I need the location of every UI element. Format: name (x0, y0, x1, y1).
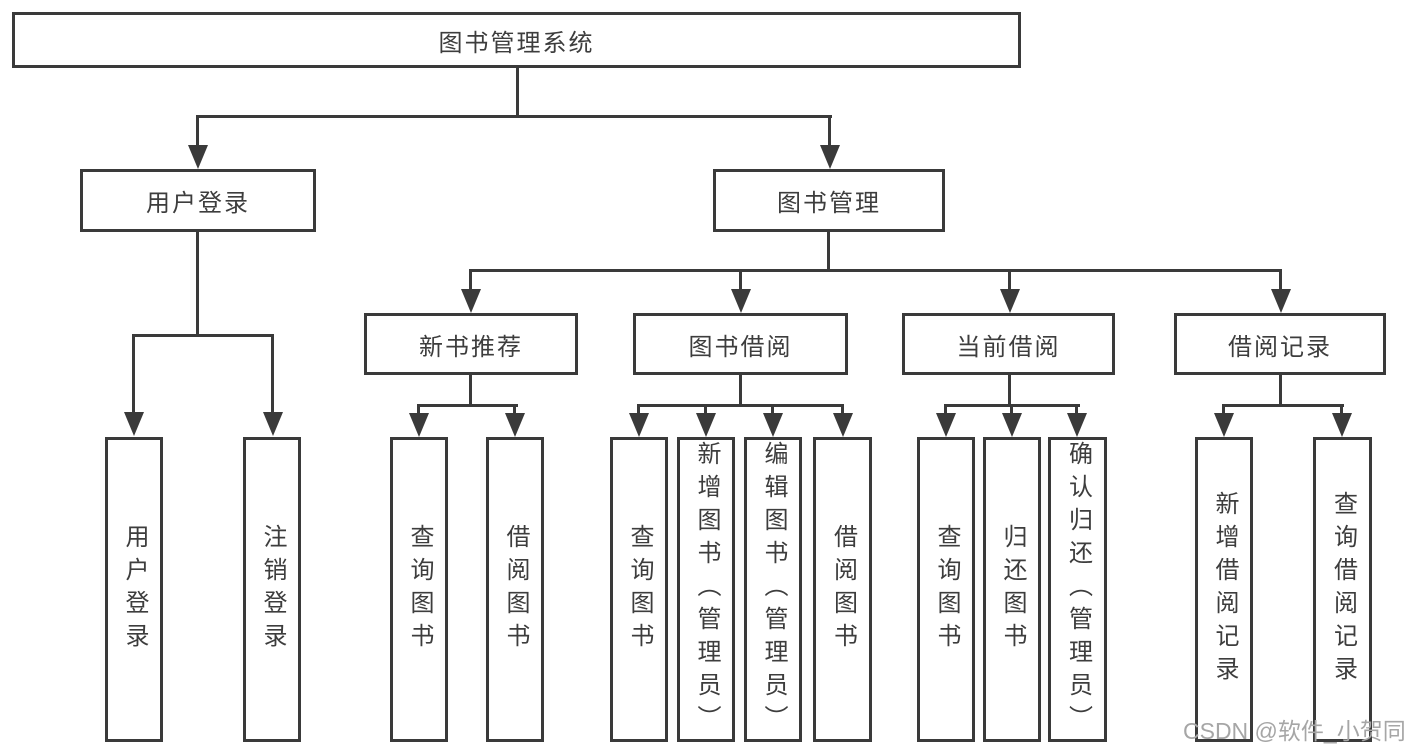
leaf-cb-confirm-return-admin: 确认归还（管理员） (1048, 437, 1107, 742)
connector-line (637, 404, 640, 414)
leaf-cb-query-books: 查询图书 (917, 437, 975, 742)
arrow-down-icon (1332, 413, 1352, 437)
node-new-book-recommend: 新书推荐 (364, 313, 578, 375)
node-label: 编辑图书（管理员） (760, 441, 787, 738)
connector-line (271, 334, 274, 413)
leaf-br-add-borrow-record: 新增借阅记录 (1195, 437, 1253, 742)
connector-line (1010, 404, 1013, 414)
node-label: 新增图书（管理员） (693, 441, 720, 738)
arrow-down-icon (505, 413, 525, 437)
connector-line (469, 269, 472, 291)
connector-line (944, 404, 947, 414)
node-label: 图书管理 (777, 190, 881, 217)
arrow-down-icon (263, 412, 283, 436)
leaf-cb-return-books: 归还图书 (983, 437, 1041, 742)
node-label: 图书借阅 (688, 333, 793, 361)
connector-line (1279, 375, 1282, 407)
node-label: 注销登录 (259, 523, 286, 656)
connector-line (828, 115, 831, 149)
arrow-down-icon (1000, 289, 1020, 313)
arrow-down-icon (188, 145, 208, 169)
arrow-down-icon (1214, 413, 1234, 437)
connector-line (739, 375, 742, 407)
arrow-down-icon (820, 145, 840, 169)
node-label: 确认归还（管理员） (1064, 441, 1092, 738)
connector-line (1008, 375, 1011, 407)
node-label: 借阅图书 (502, 523, 529, 656)
node-book-management: 图书管理 (713, 169, 945, 232)
watermark: CSDN @软件_小贺同学 (1183, 718, 1405, 744)
connector-line (516, 68, 519, 117)
connector-line (417, 404, 518, 407)
arrow-down-icon (833, 413, 853, 437)
connector-line (1340, 404, 1343, 414)
leaf-bb-borrow-books: 借阅图书 (813, 437, 872, 742)
connector-line (196, 115, 832, 118)
connector-line (469, 375, 472, 407)
node-user-login: 用户登录 (80, 169, 316, 232)
connector-line (827, 232, 830, 272)
connector-line (1222, 404, 1344, 407)
connector-line (132, 334, 135, 413)
node-label: 用户登录 (121, 523, 148, 656)
connector-line (739, 269, 742, 291)
node-label: 查询借阅记录 (1329, 490, 1357, 689)
node-label: 当前借阅 (956, 333, 1061, 361)
connector-line (513, 404, 516, 414)
leaf-nbr-query-books: 查询图书 (390, 437, 448, 742)
arrow-down-icon (936, 413, 956, 437)
node-label: 新增借阅记录 (1211, 490, 1238, 689)
connector-line (196, 115, 199, 149)
leaf-bb-edit-books-admin: 编辑图书（管理员） (744, 437, 802, 742)
node-label: 新书推荐 (419, 333, 523, 361)
node-label: 查询图书 (406, 523, 433, 656)
node-label: 查询图书 (933, 523, 960, 656)
leaf-logout: 注销登录 (243, 437, 301, 742)
connector-line (771, 404, 774, 414)
arrow-down-icon (696, 413, 716, 437)
node-current-borrowing: 当前借阅 (902, 313, 1115, 375)
arrow-down-icon (124, 412, 144, 436)
node-label: 借阅记录 (1228, 333, 1332, 361)
connector-line (704, 404, 707, 414)
node-label: 查询图书 (626, 523, 653, 656)
arrow-down-icon (763, 413, 783, 437)
arrow-down-icon (1002, 413, 1022, 437)
leaf-user-login: 用户登录 (105, 437, 163, 742)
node-label: 归还图书 (999, 523, 1026, 656)
connector-line (1008, 269, 1011, 291)
connector-line (1222, 404, 1225, 414)
connector-line (1279, 269, 1282, 291)
arrow-down-icon (1271, 289, 1291, 313)
node-library-management-system: 图书管理系统 (12, 12, 1021, 68)
arrow-down-icon (409, 413, 429, 437)
connector-line (1075, 404, 1078, 414)
connector-line (637, 404, 844, 407)
node-book-borrowing: 图书借阅 (633, 313, 848, 375)
leaf-nbr-borrow-books: 借阅图书 (486, 437, 544, 742)
connector-line (132, 334, 274, 337)
node-label: 用户登录 (146, 190, 250, 217)
leaf-bb-query-books: 查询图书 (610, 437, 668, 742)
arrow-down-icon (461, 289, 481, 313)
node-label: 借阅图书 (829, 523, 857, 656)
arrow-down-icon (731, 289, 751, 313)
leaf-br-query-borrow-record: 查询借阅记录 (1313, 437, 1372, 742)
connector-line (841, 404, 844, 414)
connector-line (469, 269, 1281, 272)
node-label: 图书管理系统 (438, 29, 595, 57)
arrow-down-icon (629, 413, 649, 437)
arrow-down-icon (1067, 413, 1087, 437)
leaf-bb-add-books-admin: 新增图书（管理员） (677, 437, 735, 742)
connector-line (196, 232, 199, 337)
connector-line (417, 404, 420, 414)
node-borrowing-records: 借阅记录 (1174, 313, 1386, 375)
